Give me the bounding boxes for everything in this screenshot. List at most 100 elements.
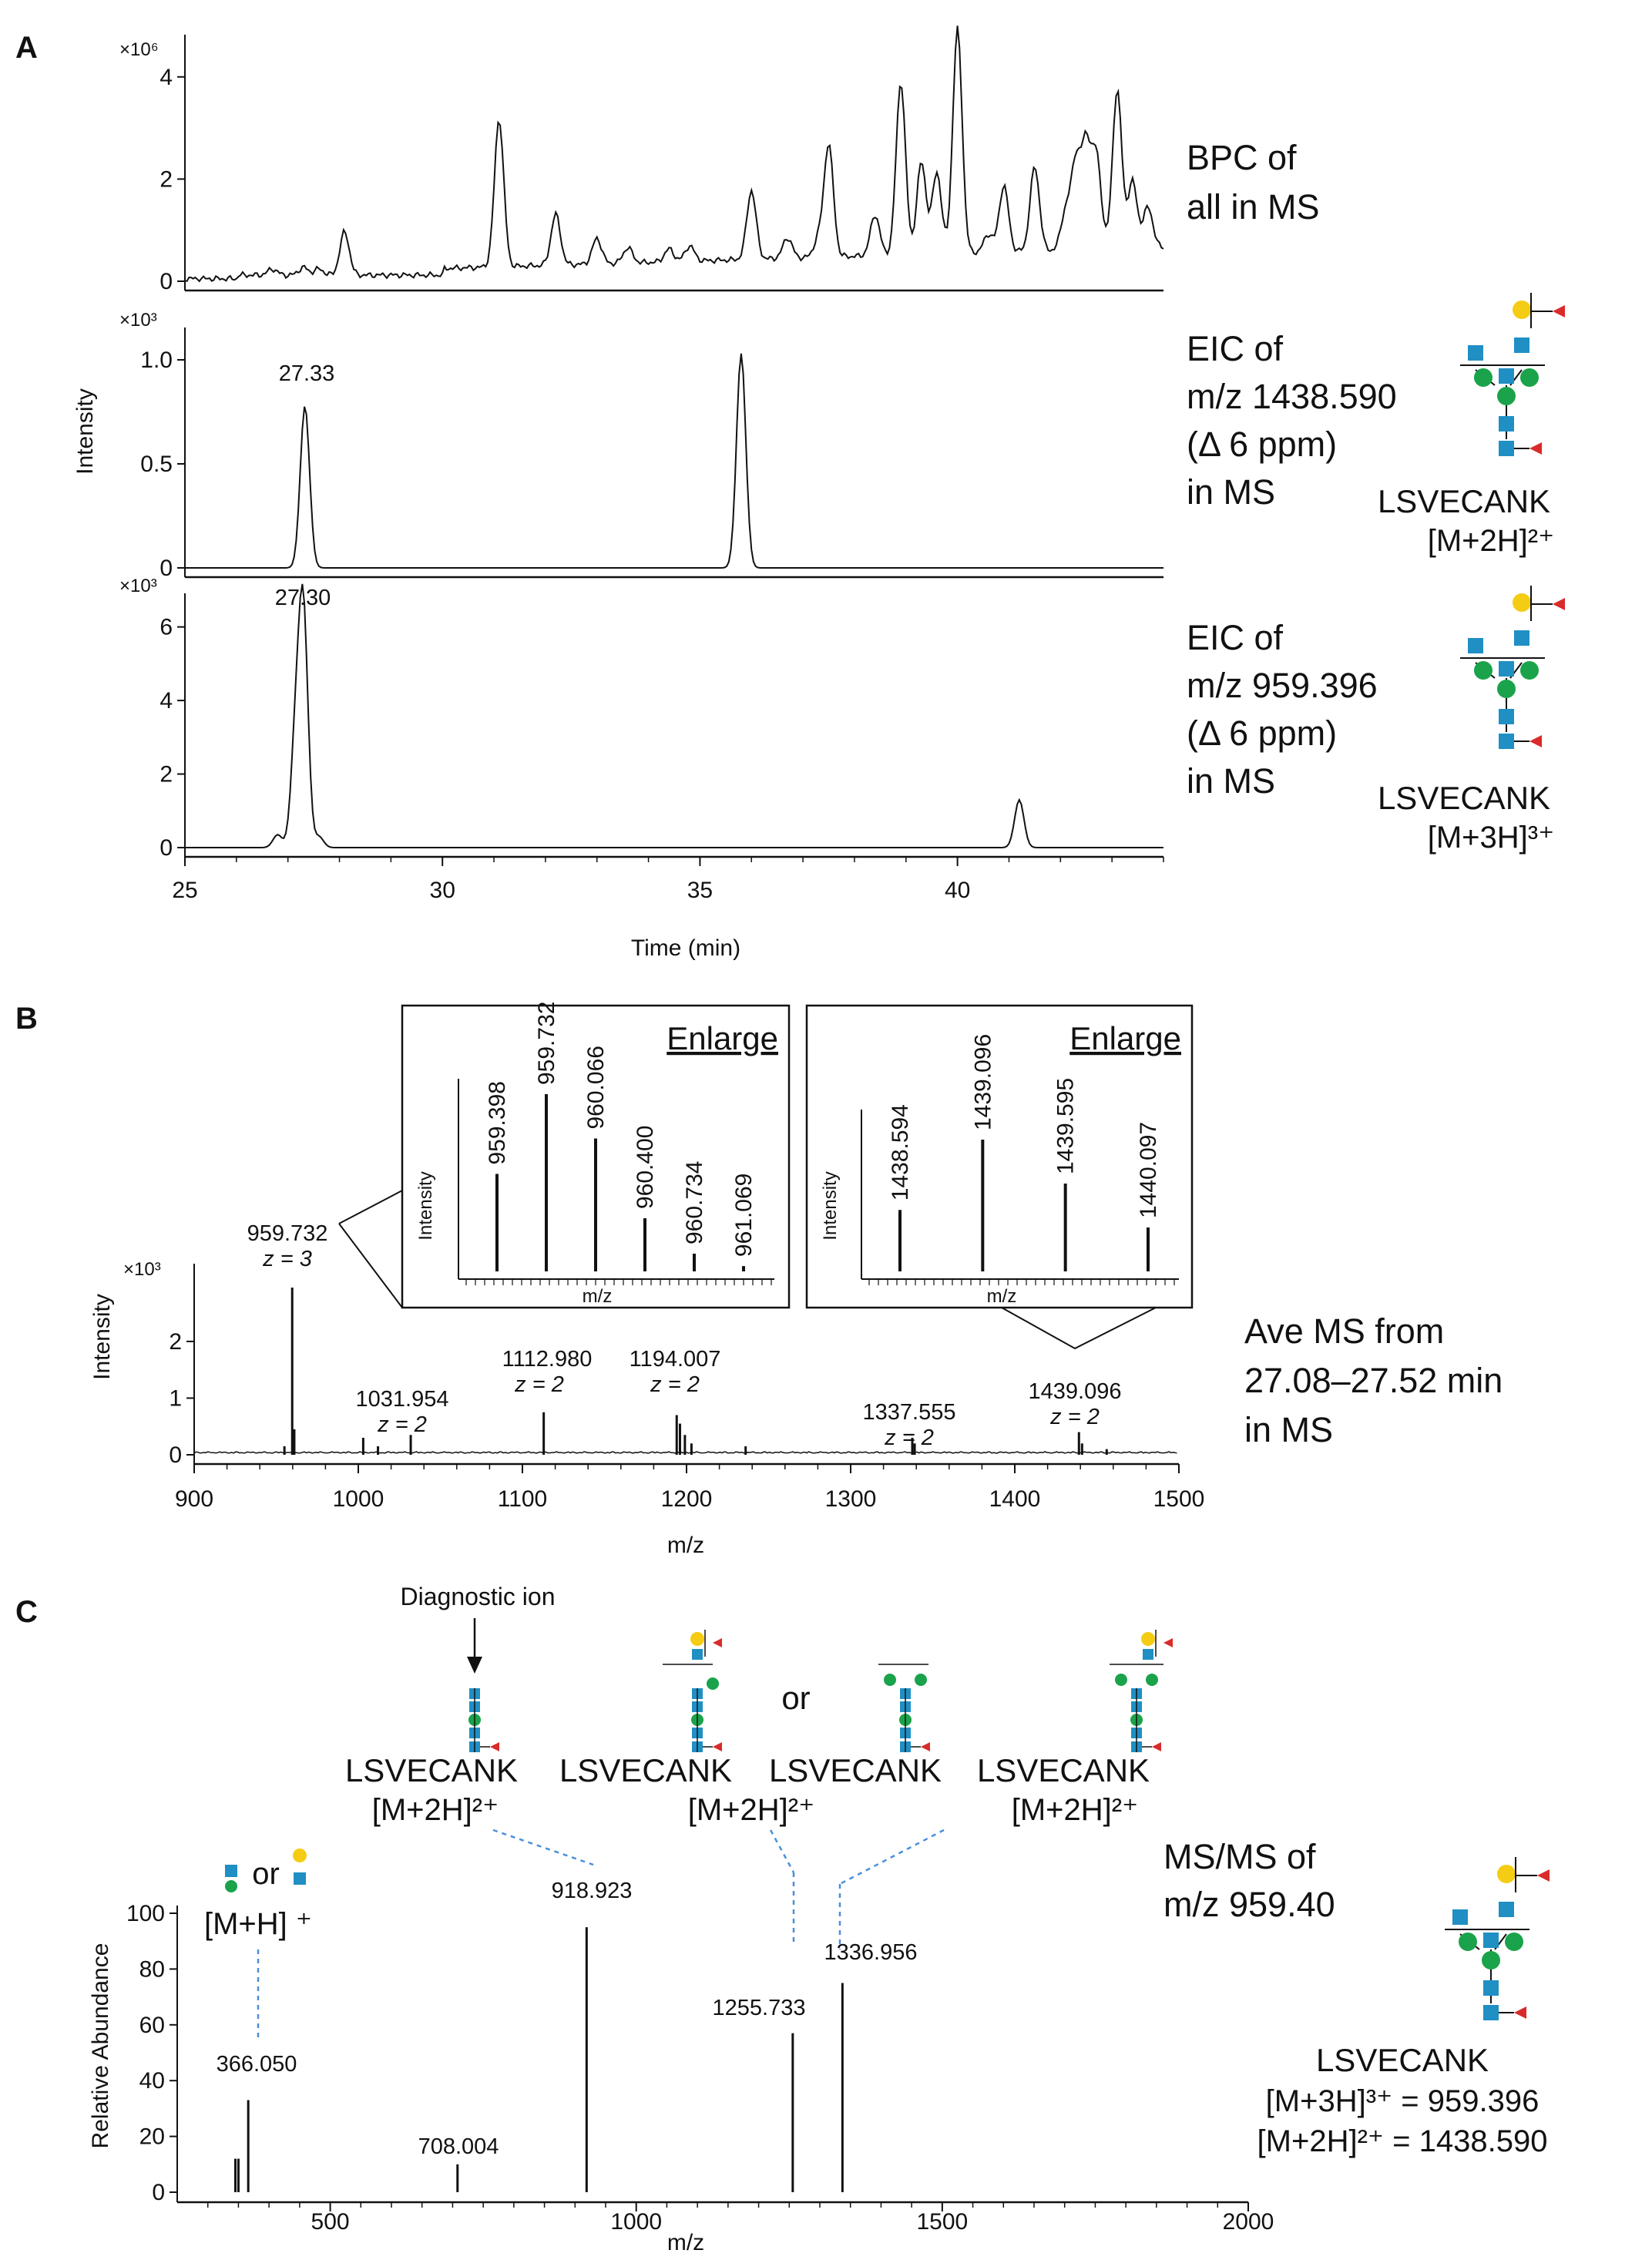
fragment-4-icon — [1110, 1630, 1173, 1753]
eic2-peptide: LSVECANK — [1378, 780, 1550, 816]
bpc-exponent: ×10⁶ — [119, 39, 159, 60]
ms-peak-label-1: 959.732 — [247, 1221, 328, 1246]
ms-xtick-label-0: 900 — [175, 1486, 213, 1512]
ms-exponent: ×10³ — [123, 1259, 161, 1280]
bpc-ytick-label-0: 0 — [159, 269, 173, 294]
msms-label-line2: m/z 959.40 — [1163, 1885, 1335, 1924]
ms-peak-z-3: z = 2 — [514, 1372, 564, 1397]
inset-2-frame — [805, 1004, 1194, 1309]
msms-xtick-label-0: 500 — [311, 2209, 350, 2235]
msms-peak-labels: 366.050 708.004 918.923 1255.733 1336.95… — [217, 1879, 918, 2159]
mh-ion-label: [M+H] ⁺ — [204, 1907, 312, 1941]
precursor-peptide: LSVECANK — [1316, 2042, 1489, 2078]
inset-1-title: Enlarge — [667, 1020, 778, 1056]
eic1-ytick-label-2: 1.0 — [140, 348, 173, 373]
ms-xtick-label-1: 1000 — [333, 1486, 384, 1512]
panel-label-c: C — [15, 1595, 38, 1629]
ms-peak-z-4: z = 2 — [650, 1372, 700, 1397]
fragment-1-peptide: LSVECANK — [345, 1752, 518, 1788]
panel-b-xlabel: m/z — [667, 1533, 704, 1558]
eic2-exponent: ×10³ — [119, 576, 157, 596]
eic1-label-line4: in MS — [1187, 472, 1275, 512]
eic2-label-line4: in MS — [1187, 761, 1275, 801]
fragment-3-peptide: LSVECANK — [769, 1752, 942, 1788]
panel-label-a: A — [15, 31, 38, 65]
msms-ytick-label-2: 40 — [139, 2068, 165, 2094]
eic1-exponent: ×10³ — [119, 310, 157, 331]
ms-xtick-label-3: 1200 — [661, 1486, 713, 1512]
inset-1-mz-label-5: 961.069 — [731, 1174, 757, 1257]
glycan-icon-eic1 — [1459, 292, 1566, 457]
glycan-icon-precursor — [1444, 1856, 1550, 2021]
ms-label-line3: in MS — [1244, 1410, 1333, 1449]
inset-1-xlabel: m/z — [583, 1286, 613, 1307]
eic2-label-line2: m/z 959.396 — [1187, 666, 1378, 705]
eic2-ytick-label-0: 0 — [159, 835, 173, 861]
ms-peak-z-5: z = 2 — [884, 1426, 934, 1450]
ms-side-label: Ave MS from 27.08–27.52 min in MS — [1244, 1311, 1503, 1449]
ms-label-line2: 27.08–27.52 min — [1244, 1361, 1503, 1400]
msms-xtick-label-1: 1000 — [610, 2209, 662, 2235]
bpc-side-label: BPC of all in MS — [1187, 138, 1320, 227]
ms-peak-label-3: 1112.980 — [502, 1347, 593, 1372]
fragment-dashed-links — [257, 1828, 945, 2038]
inset-2-mz-label-1: 1439.096 — [970, 1034, 996, 1130]
fragment-23-ion: [M+2H]²⁺ — [688, 1793, 814, 1827]
eic1-side-label: EIC of m/z 1438.590 (Δ 6 ppm) in MS — [1187, 329, 1397, 512]
ms-ytick-label-0: 0 — [169, 1442, 182, 1468]
msms-ytick-label-3: 60 — [139, 2013, 165, 2038]
ms-ytick-label-1: 1 — [169, 1385, 182, 1411]
eic2-label-line3: (Δ 6 ppm) — [1187, 714, 1337, 753]
or-label-center: or — [781, 1680, 810, 1716]
eic2-trace — [185, 583, 1163, 848]
msms-peak-label-1: 366.050 — [217, 2052, 297, 2077]
precursor-ion-2: [M+2H]²⁺ = 1438.590 — [1257, 2124, 1548, 2158]
eic1-label-line2: m/z 1438.590 — [1187, 377, 1397, 416]
oxonium-or-label: or — [252, 1857, 280, 1891]
msms-xtick-label-2: 1500 — [916, 2209, 968, 2235]
bpc-label-line2: all in MS — [1187, 187, 1320, 227]
ms-peak-label-6: 1439.096 — [1029, 1379, 1122, 1404]
ms-peak-z-6: z = 2 — [1049, 1405, 1100, 1429]
fragment-2-peptide: LSVECANK — [559, 1752, 732, 1788]
inset-1-callout-top — [338, 1190, 403, 1224]
inset-1-mz-label-0: 959.398 — [485, 1081, 510, 1164]
msms-peak-label-5: 1336.956 — [824, 1940, 918, 1965]
eic1-label-line3: (Δ 6 ppm) — [1187, 425, 1337, 464]
inset-1-mz-label-3: 960.400 — [633, 1126, 658, 1209]
inset-1: Enlarge Intensity m/z 959.398959.732960.… — [401, 1002, 791, 1309]
ms-ytick-label-2: 2 — [169, 1329, 182, 1355]
bpc-ytick-label-2: 4 — [159, 65, 173, 90]
inset-1-mz-label-2: 960.066 — [583, 1046, 609, 1129]
bpc-trace — [184, 25, 1164, 283]
bpc-ytick-label-1: 2 — [159, 166, 173, 192]
ms-peak-label-2: 1031.954 — [356, 1387, 449, 1412]
ms-peak-z-1: z = 3 — [262, 1247, 312, 1271]
eic2-ion: [M+3H]³⁺ — [1428, 821, 1554, 855]
msms-peak-label-4: 1255.733 — [713, 1996, 806, 2020]
msms-ytick-label-1: 20 — [139, 2124, 165, 2150]
ms-peak-label-5: 1337.555 — [863, 1400, 956, 1425]
ms-peak-label-4: 1194.007 — [630, 1347, 721, 1372]
inset-2-title: Enlarge — [1069, 1020, 1181, 1056]
eic1-peak-label: 27.33 — [279, 361, 335, 386]
fragment-4-peptide: LSVECANK — [977, 1752, 1150, 1788]
fragment-3-icon — [878, 1664, 931, 1753]
msms-xtick-label-3: 2000 — [1223, 2209, 1274, 2235]
ms-peak-labels: 959.732 z = 3 1031.954 z = 2 1112.980 z … — [247, 1221, 1122, 1450]
panel-c-ylabel: Relative Abundance — [88, 1943, 113, 2149]
panel-a-xlabel: Time (min) — [631, 935, 740, 961]
inset-1-callout-bottom — [338, 1223, 403, 1308]
bpc-label-line1: BPC of — [1187, 138, 1297, 177]
msms-peak-label-2: 708.004 — [418, 2134, 499, 2159]
eic1-label-line1: EIC of — [1187, 329, 1284, 368]
oxonium-icons — [225, 1849, 307, 1892]
diagnostic-ion-label: Diagnostic ion — [401, 1583, 556, 1610]
fragment-4-ion: [M+2H]²⁺ — [1012, 1793, 1138, 1827]
a-xtick-label-3: 40 — [945, 878, 970, 903]
